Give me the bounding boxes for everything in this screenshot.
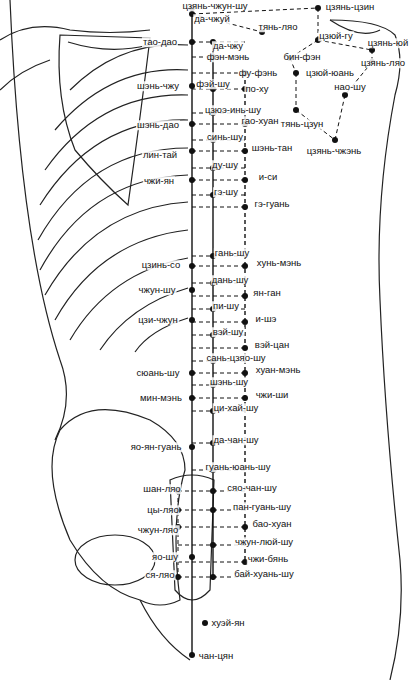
point-label: цзянь-ляо: [360, 58, 406, 68]
point-label: гэ-шу: [213, 187, 239, 197]
point-label: фу-фэнь: [238, 68, 278, 78]
point-label: фэй-шу: [195, 79, 231, 89]
point-label: гао-хуан: [241, 116, 280, 126]
point-label: по-ху: [244, 84, 269, 94]
point-label: чжун-люй-шу: [234, 537, 294, 547]
point-label: цзюй-юань: [305, 68, 355, 78]
point-dots: [175, 5, 375, 658]
point-label: чжи-ян: [143, 176, 175, 186]
point-label: ян-ган: [252, 288, 281, 298]
point-label: вэй-цан: [254, 340, 290, 350]
point-label: гань-шу: [214, 248, 250, 258]
point-label: ся-ляо: [144, 570, 175, 580]
point-label: шэнь-шу: [209, 377, 249, 387]
point-label: тянь-ляо: [258, 22, 299, 32]
point-label: да-чжуй: [193, 14, 230, 24]
point-label: чжун-шу: [138, 285, 177, 295]
point-label: бао-хуан: [252, 519, 293, 529]
point-label: фэн-мэнь: [206, 52, 251, 62]
point-label: сань-цзяо-шу: [205, 353, 266, 363]
point-label: гэ-гуань: [253, 199, 290, 209]
point-label: чжун-ляо: [137, 525, 180, 535]
point-label: вэй-шу: [212, 327, 245, 337]
point-label: и-си: [258, 172, 279, 182]
point-label: яо-ян-гуань: [130, 442, 183, 452]
point-label: пан-гуань-шу: [232, 502, 292, 512]
point-label: цзянь-цзин: [325, 2, 375, 12]
point-label: цзянь-чжэнь: [306, 146, 363, 156]
point-label: шан-ляо: [142, 484, 181, 494]
point-label: пи-шу: [212, 301, 240, 311]
point-label: бин-фэн: [282, 52, 321, 62]
point-label: чжи-бянь: [247, 554, 289, 564]
point-label: сяо-чан-шу: [226, 483, 277, 493]
point-label: лин-тай: [142, 150, 178, 160]
point-label: ци-хай-шу: [213, 403, 260, 413]
point-label: цзинь-со: [141, 260, 182, 270]
point-label: яо-шу: [151, 552, 179, 562]
point-label: шэнь-тан: [251, 143, 294, 153]
point-label: цзянь-чжун-шу: [181, 1, 248, 11]
point-label: цзюэ-инь-шу: [204, 105, 262, 115]
point-label: синь-шу: [206, 132, 244, 142]
point-label: сюань-шу: [136, 368, 181, 378]
point-label: хунь-мэнь: [256, 258, 302, 268]
point-label: чан-цян: [198, 651, 234, 661]
point-label: бай-хуань-шу: [233, 569, 294, 579]
skeleton: [0, 0, 401, 680]
point-label: шэнь-чжу: [136, 81, 180, 91]
point-label: цзи-чжун: [137, 315, 179, 325]
point-label: дань-шу: [211, 275, 250, 285]
point-label: мин-мэнь: [139, 393, 183, 403]
dashed-connectors: [178, 8, 372, 577]
point-label: цзюй-гу: [318, 31, 354, 41]
point-label: гуань-юань-шу: [205, 462, 272, 472]
point-label: нао-шу: [333, 82, 366, 92]
point-label: да-чан-шу: [212, 435, 259, 445]
point-label: ду-шу: [211, 160, 239, 170]
point-label: цзянь-юй: [367, 38, 410, 48]
point-label: шэнь-дао: [136, 120, 180, 130]
point-label: чжи-ши: [255, 390, 290, 400]
point-label: тянь-цзун: [280, 119, 324, 129]
point-label: хуэй-ян: [210, 618, 245, 628]
point-label: да-чжу: [212, 41, 244, 51]
point-label: хуан-мэнь: [255, 365, 302, 375]
point-label: цы-ляо: [146, 505, 179, 515]
point-label: и-шэ: [255, 314, 278, 324]
point-label: тао-дао: [142, 37, 178, 47]
